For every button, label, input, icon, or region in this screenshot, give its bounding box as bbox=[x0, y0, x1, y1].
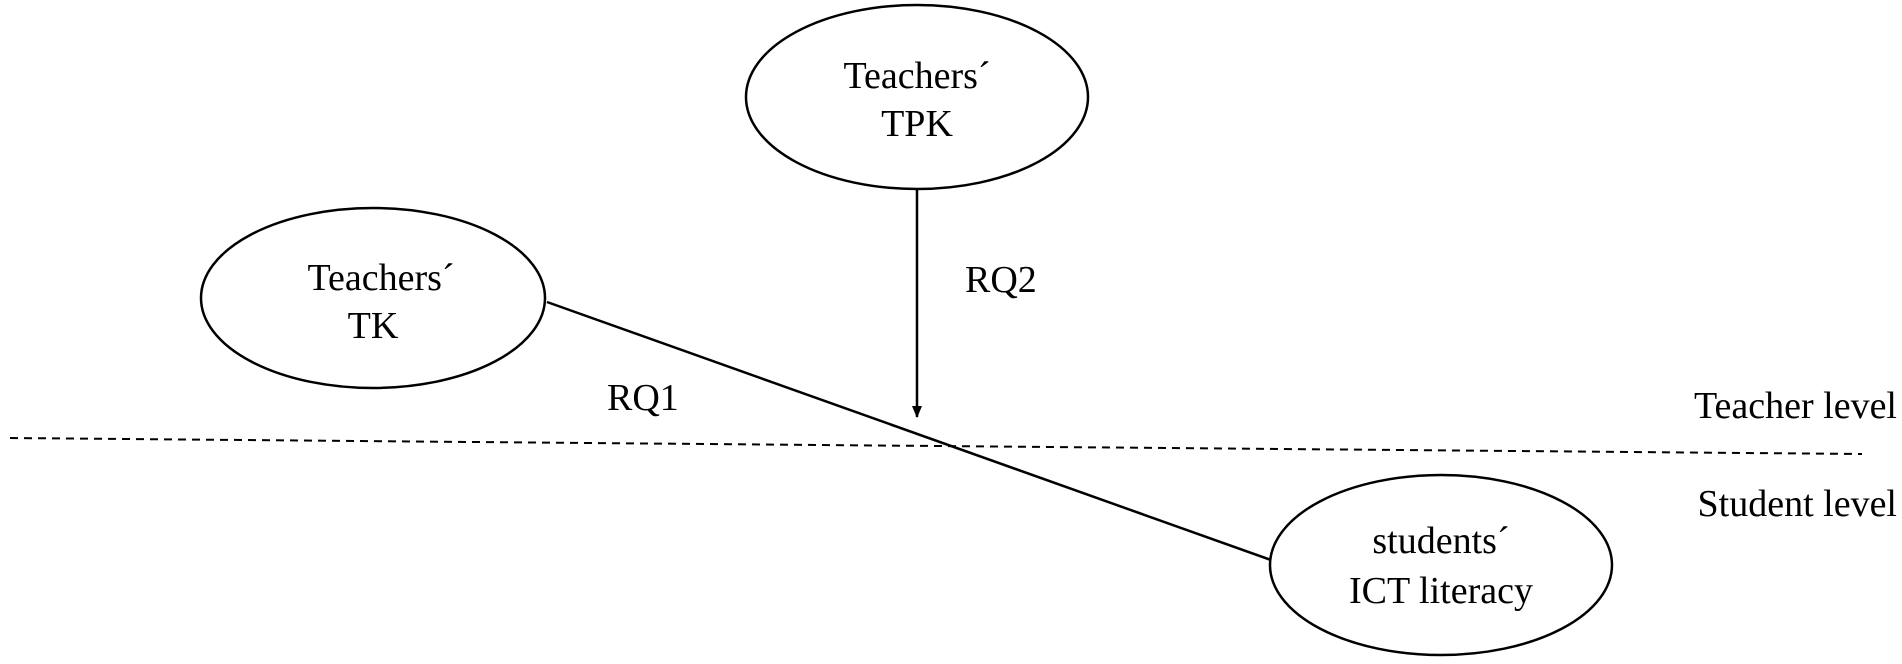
node-teachers-tk-shape bbox=[199, 206, 547, 390]
teacher-level-label: Teacher level bbox=[1694, 385, 1897, 427]
node-teachers-tk-line1: Teachers´ bbox=[307, 257, 454, 299]
node-teachers-tpk-line1: Teachers´ bbox=[843, 55, 990, 97]
student-level-label: Student level bbox=[1698, 483, 1897, 525]
node-teachers-tpk-line2: TPK bbox=[881, 103, 953, 145]
node-students-ict-literacy-shape bbox=[1268, 473, 1614, 657]
level-divider-line bbox=[9, 437, 1863, 455]
node-teachers-tpk: Teachers´ TPK bbox=[744, 3, 1090, 191]
edge-rq1-label: RQ1 bbox=[607, 377, 679, 419]
node-teachers-tk: Teachers´ TK bbox=[199, 206, 547, 390]
node-students-ict-literacy-line2: ICT literacy bbox=[1349, 570, 1533, 612]
node-teachers-tpk-shape bbox=[744, 3, 1090, 191]
node-teachers-tk-line2: TK bbox=[348, 305, 399, 347]
edge-rq2-label: RQ2 bbox=[965, 259, 1037, 301]
node-students-ict-literacy: students´ ICT literacy bbox=[1268, 473, 1614, 657]
node-students-ict-literacy-line1: students´ bbox=[1372, 520, 1509, 562]
edge-rq1-arrow bbox=[546, 300, 1286, 567]
